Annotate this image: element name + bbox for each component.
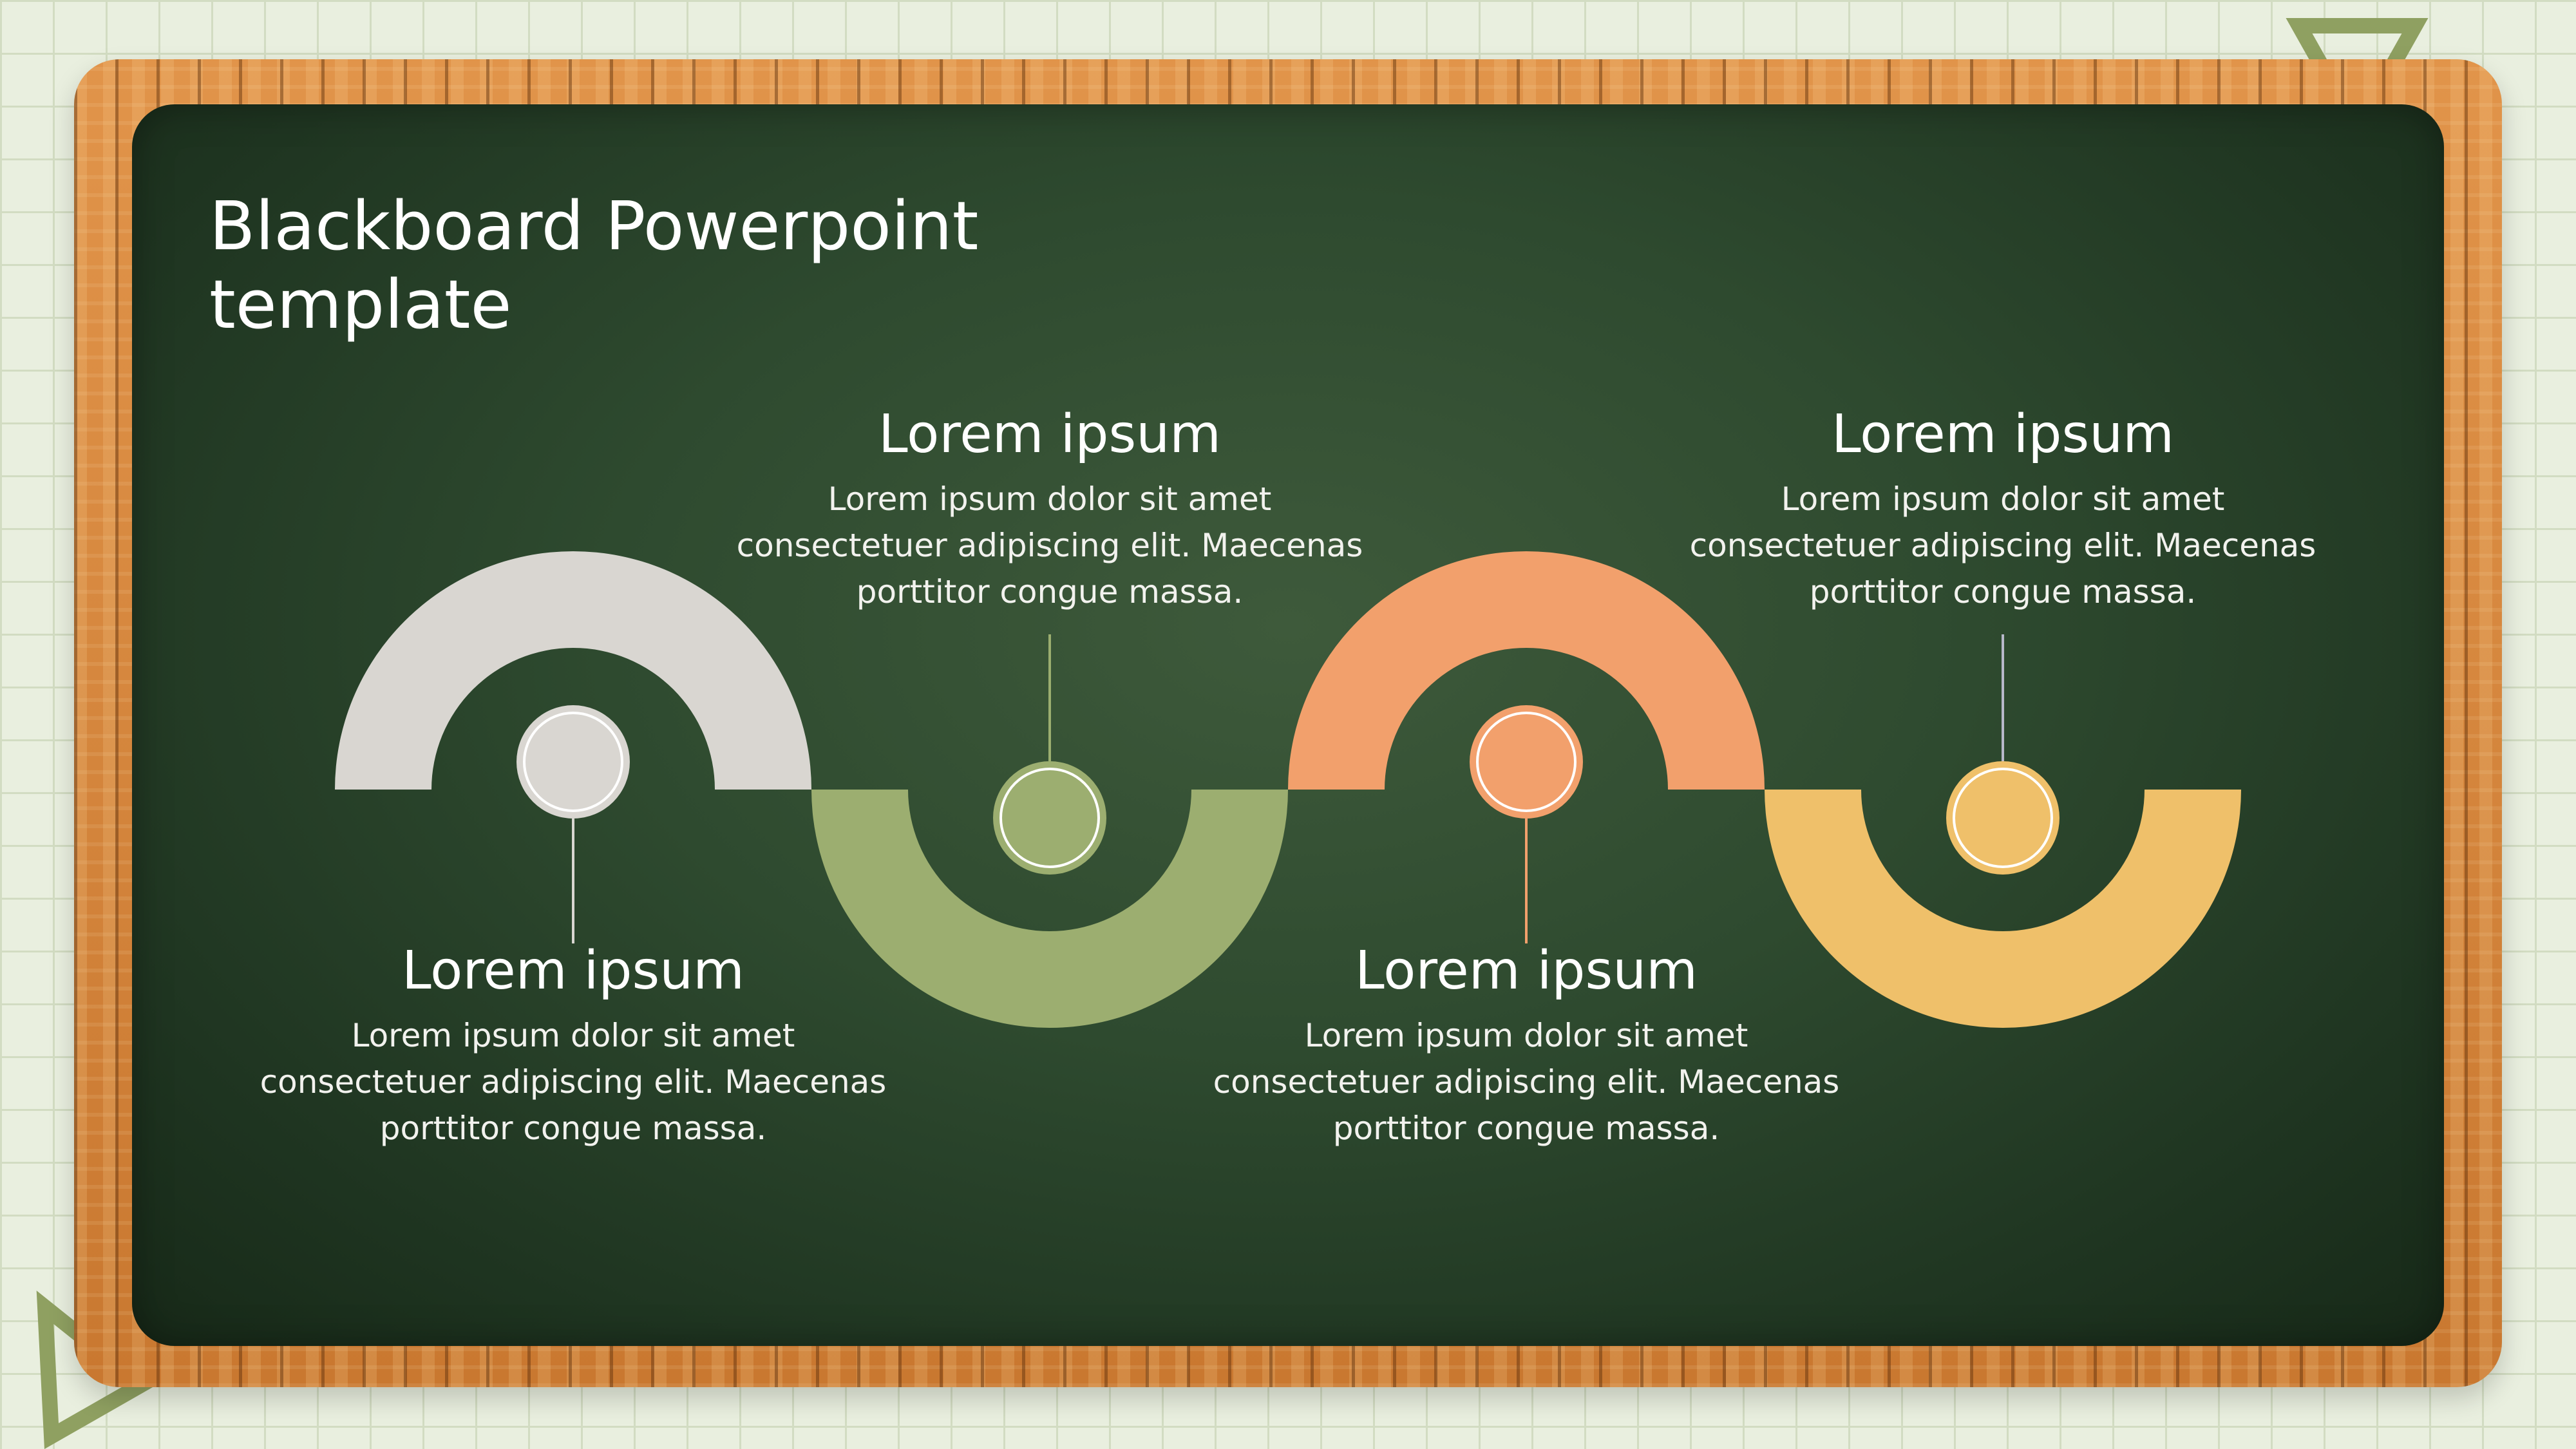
step-3-dot-ring — [1476, 712, 1577, 812]
step-4-arc — [1765, 790, 2241, 1028]
step-1-label: Lorem ipsum Lorem ipsum dolor sit amet c… — [251, 939, 895, 1151]
step-3-heading: Lorem ipsum — [1354, 940, 1698, 1001]
step-1-heading: Lorem ipsum — [401, 940, 745, 1001]
step-3-arc — [1288, 551, 1765, 790]
step-2-dot — [993, 761, 1106, 875]
step-4-description: Lorem ipsum dolor sit amet consectetuer … — [1689, 480, 2316, 611]
blackboard — [132, 104, 2444, 1346]
step-3-description: Lorem ipsum dolor sit amet consectetuer … — [1213, 1017, 1840, 1147]
step-3-label: Lorem ipsum Lorem ipsum dolor sit amet c… — [1204, 939, 1848, 1151]
step-4-heading: Lorem ipsum — [1831, 404, 2175, 465]
step-3-dot — [1470, 705, 1583, 819]
step-1-description: Lorem ipsum dolor sit amet consectetuer … — [260, 1017, 887, 1147]
step-2-heading: Lorem ipsum — [878, 404, 1222, 465]
step-4-label: Lorem ipsum Lorem ipsum dolor sit amet c… — [1681, 402, 2325, 615]
step-2-dot-ring — [999, 768, 1100, 868]
step-1-dot — [516, 705, 630, 819]
step-1-dot-ring — [523, 712, 623, 812]
step-2-description: Lorem ipsum dolor sit amet consectetuer … — [736, 480, 1363, 611]
step-4-dot-ring — [1953, 768, 2053, 868]
slide-title: Blackboard Powerpoint template — [209, 187, 979, 344]
step-2-label: Lorem ipsum Lorem ipsum dolor sit amet c… — [728, 402, 1372, 615]
step-1-arc — [335, 551, 811, 790]
step-2-arc — [811, 790, 1288, 1028]
step-4-dot — [1946, 761, 2060, 875]
